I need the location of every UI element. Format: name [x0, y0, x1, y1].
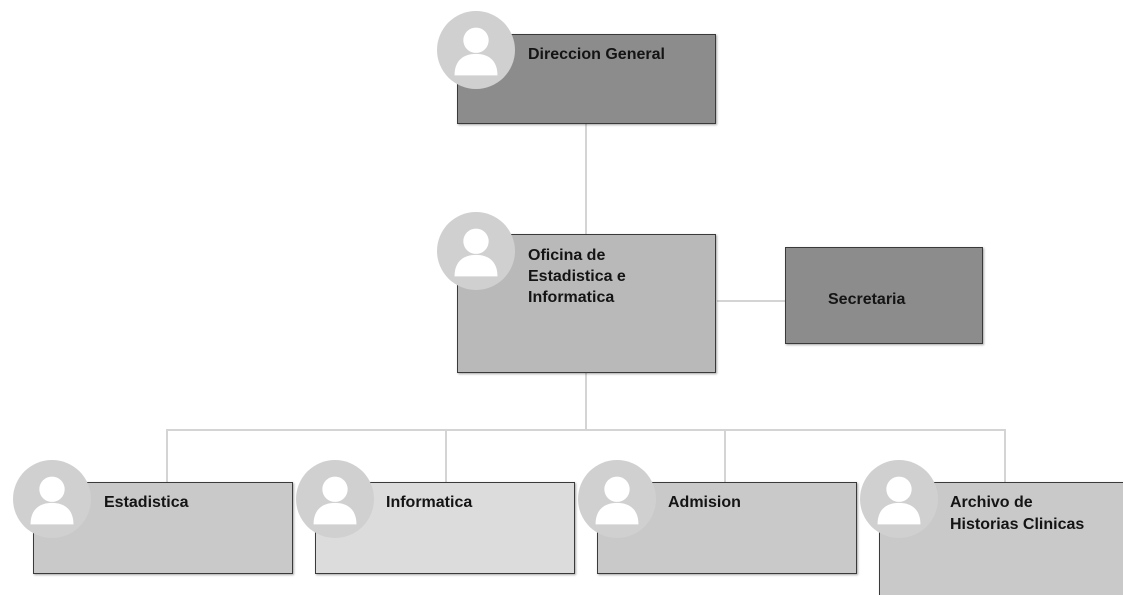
avatar-direccion-general — [437, 11, 515, 89]
label-informatica: Informatica — [386, 494, 473, 511]
label-admision: Admision — [668, 494, 741, 511]
avatar-estadistica — [13, 460, 91, 538]
label-oficina-line-1: Oficina de — [528, 247, 606, 264]
connector-child-estadistica — [166, 429, 168, 482]
label-oficina-line-3: Informatica — [528, 289, 615, 306]
connector-child-informatica — [445, 429, 447, 482]
label-archivo-line-2: Historias Clinicas — [950, 516, 1085, 533]
avatar-oficina — [437, 212, 515, 290]
person-icon — [454, 27, 498, 76]
person-icon — [454, 228, 498, 277]
connector-children-bus — [166, 429, 1006, 431]
connector-office-secretary — [717, 300, 785, 302]
avatar-archivo — [860, 460, 938, 538]
connector-child-admision — [724, 429, 726, 482]
connector-root-office — [585, 124, 587, 234]
avatar-admision — [578, 460, 656, 538]
connector-office-children-stem — [585, 373, 587, 431]
label-secretaria: Secretaria — [828, 291, 906, 308]
person-icon — [30, 476, 74, 525]
person-icon — [877, 476, 921, 525]
label-direccion-general: Direccion General — [528, 46, 665, 63]
person-icon — [313, 476, 357, 525]
node-secretaria[interactable] — [785, 247, 983, 344]
label-oficina-line-2: Estadistica e — [528, 268, 626, 285]
label-estadistica: Estadistica — [104, 494, 189, 511]
person-icon — [595, 476, 639, 525]
avatar-informatica — [296, 460, 374, 538]
label-archivo-line-1: Archivo de — [950, 494, 1033, 511]
connector-child-archivo — [1004, 429, 1006, 482]
